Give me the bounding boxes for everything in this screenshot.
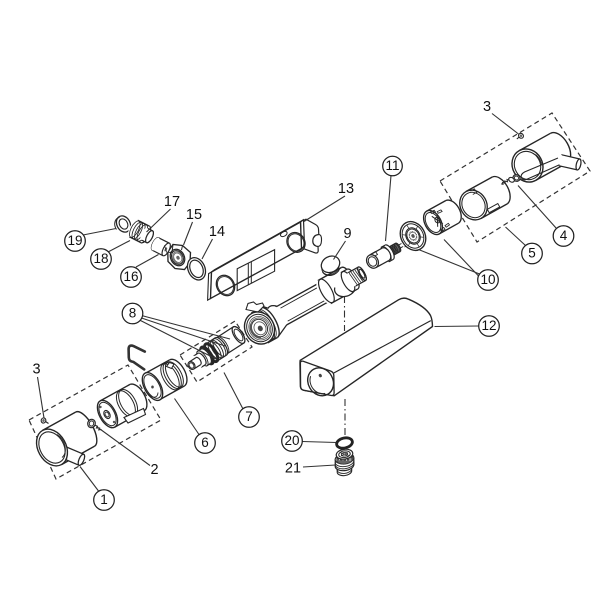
svg-text:7: 7 <box>245 409 253 424</box>
svg-text:11: 11 <box>385 158 399 173</box>
svg-text:4: 4 <box>560 228 568 243</box>
svg-text:14: 14 <box>209 224 225 240</box>
svg-text:19: 19 <box>67 233 82 248</box>
svg-text:3: 3 <box>32 361 40 377</box>
svg-text:6: 6 <box>201 435 209 450</box>
svg-text:12: 12 <box>481 318 496 333</box>
svg-text:17: 17 <box>164 194 180 210</box>
svg-text:13: 13 <box>338 181 354 197</box>
svg-text:16: 16 <box>123 269 138 284</box>
svg-text:9: 9 <box>343 226 351 242</box>
svg-text:1: 1 <box>100 492 108 507</box>
svg-text:21: 21 <box>285 460 301 476</box>
svg-text:8: 8 <box>129 306 137 321</box>
svg-text:15: 15 <box>186 207 202 223</box>
svg-text:3: 3 <box>483 99 491 115</box>
svg-text:20: 20 <box>284 433 299 448</box>
svg-text:2: 2 <box>150 462 158 478</box>
svg-text:5: 5 <box>528 246 536 261</box>
svg-text:18: 18 <box>93 251 108 266</box>
svg-text:10: 10 <box>480 272 495 287</box>
